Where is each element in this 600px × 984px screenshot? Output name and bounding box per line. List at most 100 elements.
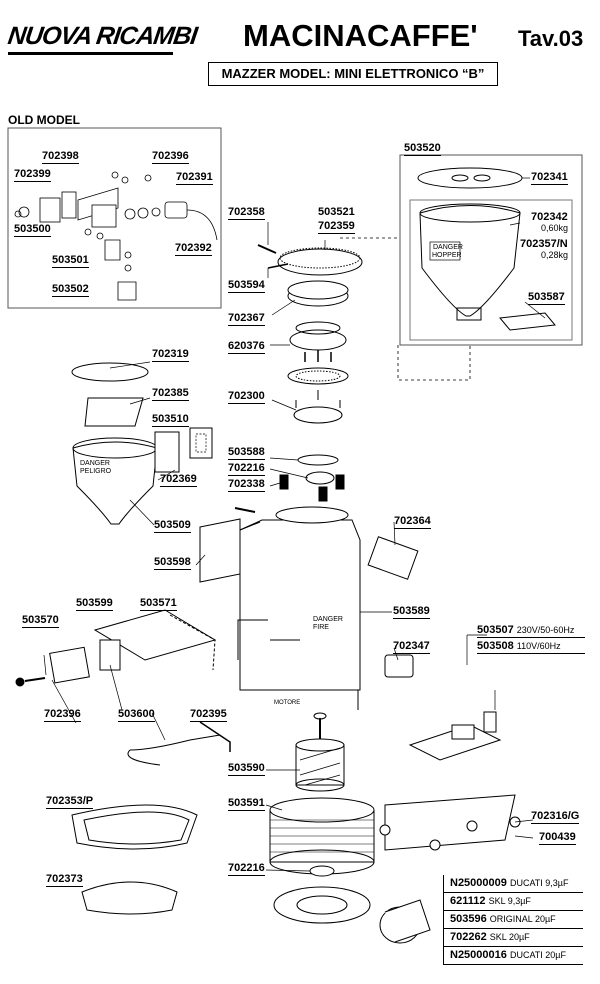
capacitor-table: N25000009 DUCATI 9,3µF 621112 SKL 9,3µF …: [443, 875, 583, 965]
hopper-lid: [417, 167, 523, 189]
part-label: 702367: [228, 312, 265, 326]
motor-sticker: MOTORE: [274, 700, 301, 706]
grinder-body: [239, 519, 361, 691]
model-label: MAZZER MODEL: MINI ELETTRONICO “B”: [208, 62, 498, 86]
part-label: 702358: [228, 206, 265, 220]
part-label: 700439: [539, 831, 576, 845]
part-code: 503507: [477, 624, 514, 636]
capacitor-code: N25000009: [450, 877, 507, 889]
part-label: 503591: [228, 797, 265, 811]
brand-underline: [8, 52, 173, 55]
part-weight: 0,28kg: [541, 250, 569, 260]
capacitor-code: 621112: [450, 895, 486, 907]
capacitor-row: 503596 ORIGINAL 20µF: [444, 911, 583, 929]
part-label: 702357/N: [520, 238, 568, 250]
table-number: Tav.03: [518, 26, 584, 51]
part-label: 702300: [228, 390, 265, 404]
capacitor-desc: DUCATI 20µF: [509, 950, 566, 960]
adjust-ring: [277, 248, 363, 276]
hopper-slide: [499, 312, 556, 331]
hopper-inner-frame: [409, 199, 573, 341]
part-label: 702338: [228, 478, 265, 492]
drip-tray: [71, 804, 198, 850]
divider: [477, 653, 585, 655]
doser-sticker-line1: DANGER: [80, 460, 110, 467]
part-label: 503594: [228, 279, 265, 293]
page-title: MACINACAFFE': [243, 18, 478, 53]
part-label: 702316/G: [531, 810, 580, 824]
part-label: 503509: [154, 519, 191, 533]
body-sticker-line2: FIRE: [313, 624, 329, 631]
part-code: 503508: [477, 640, 514, 652]
part-label: 702391: [176, 171, 213, 185]
part-label: 620376: [228, 340, 265, 354]
old-model-frame: [7, 127, 222, 309]
part-voltage: 230V/50-60Hz: [516, 625, 575, 635]
bearing-top: [305, 471, 335, 485]
hopper-frame: [399, 154, 583, 346]
switch: [384, 654, 414, 678]
doser-lid: [71, 362, 149, 382]
part-label: 503599: [76, 597, 113, 611]
part-label: 702216: [228, 462, 265, 476]
capacitor-row: 702262 SKL 20µF: [444, 929, 583, 947]
part-label: 503501: [52, 254, 89, 268]
part-label: 702364: [394, 515, 431, 529]
capacitor-desc: DUCATI 9,3µF: [509, 878, 569, 888]
capacitor-desc: ORIGINAL 20µF: [489, 914, 556, 924]
hopper-sticker-line1: DANGER: [433, 244, 463, 251]
part-label-voltage: 503508 110V/60Hz: [477, 640, 561, 652]
part-label: 702399: [14, 168, 51, 182]
capacitor-row: N25000016 DUCATI 20µF: [444, 947, 583, 965]
part-weight: 0,60kg: [541, 223, 569, 233]
part-label: 503589: [393, 605, 430, 619]
part-label: 702342: [531, 211, 568, 223]
part-label: 503510: [152, 413, 189, 427]
part-label: 503502: [52, 283, 89, 297]
part-label: 503587: [528, 291, 565, 305]
power-board: [408, 724, 502, 761]
capacitor-row: 621112 SKL 9,3µF: [444, 893, 583, 911]
part-label: 702396: [152, 150, 189, 164]
upper-burr: [289, 329, 347, 351]
part-label-voltage: 503507 230V/50-60Hz: [477, 624, 574, 636]
part-label: 702396: [44, 708, 81, 722]
rear-panel: [367, 536, 419, 580]
part-voltage: 110V/60Hz: [516, 641, 561, 651]
part-label: 503588: [228, 446, 265, 460]
divider: [477, 637, 585, 639]
cable: [127, 734, 221, 766]
part-label: 702347: [393, 640, 430, 654]
doser-star: [84, 397, 144, 427]
body-sticker-line1: DANGER: [313, 616, 343, 623]
part-label: 702341: [531, 171, 568, 185]
hopper-sticker-line2: HOPPER: [432, 252, 462, 259]
doser-body: [72, 441, 158, 525]
hopper-bowl: [419, 205, 521, 317]
lower-burr: [287, 367, 349, 385]
leader-lines: [43, 177, 546, 872]
capacitor-desc: SKL 9,3µF: [488, 896, 531, 906]
part-label: 503598: [154, 556, 191, 570]
old-model-title: OLD MODEL: [8, 113, 80, 127]
capacitor-row: N25000009 DUCATI 9,3µF: [444, 875, 583, 893]
front-panel: [49, 646, 90, 684]
doser-cover: [199, 518, 241, 583]
part-label: 702353/P: [46, 795, 94, 809]
motor-base: [273, 886, 371, 924]
doser-sticker-line2: PELIGRO: [80, 468, 112, 475]
part-label: 702395: [190, 708, 227, 722]
capacitor-code: 702262: [450, 931, 487, 943]
part-label: 702385: [152, 387, 189, 401]
capacitor-code: N25000016: [450, 949, 507, 961]
part-label: 702398: [42, 150, 79, 164]
part-label: 503590: [228, 762, 265, 776]
part-label: 503571: [140, 597, 177, 611]
part-label: 503520: [404, 142, 441, 156]
capacitor-code: 503596: [450, 913, 487, 925]
old-model-parts: [14, 171, 218, 301]
part-label: 702369: [160, 473, 197, 487]
burr-carrier: [293, 406, 343, 424]
